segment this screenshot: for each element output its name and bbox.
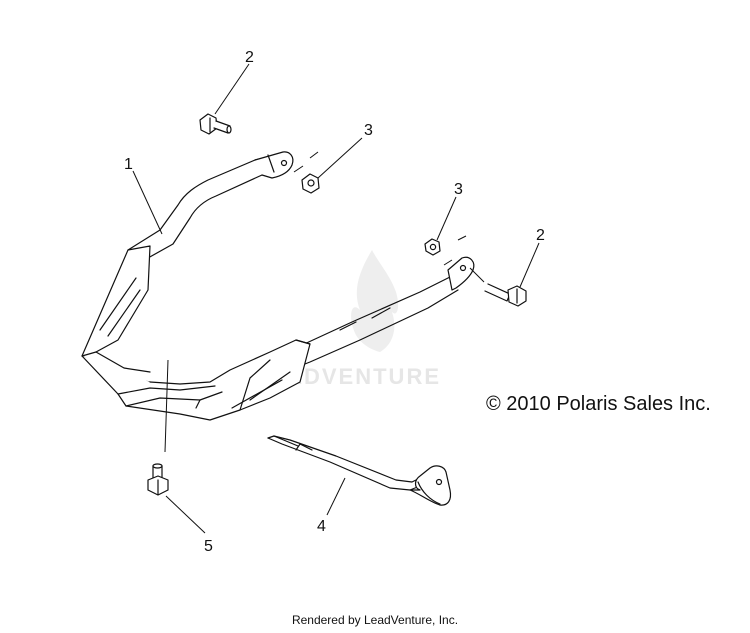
- part-2-bolt-right[interactable]: [484, 283, 527, 307]
- callout-4: 4: [317, 518, 326, 535]
- callout-3-right: 3: [454, 181, 463, 198]
- part-3-nut-right[interactable]: [424, 238, 441, 256]
- part-3-nut-left[interactable]: [301, 173, 320, 194]
- callout-2-left: 2: [245, 49, 254, 66]
- leader-lines: [132, 63, 540, 534]
- part-5-bolt[interactable]: [147, 463, 169, 496]
- part-4-support-bar[interactable]: [267, 435, 452, 506]
- callout-3-left: 3: [364, 122, 373, 139]
- part-1-bumper[interactable]: [81, 151, 475, 421]
- callout-2-right: 2: [536, 227, 545, 244]
- footer-credit: Rendered by LeadVenture, Inc.: [291, 613, 459, 627]
- callout-1: 1: [124, 156, 133, 173]
- copyright-notice: © 2010 Polaris Sales Inc.: [486, 393, 711, 415]
- part-2-bolt-left[interactable]: [199, 113, 232, 135]
- callout-5: 5: [204, 538, 213, 555]
- watermark-flame-icon: [351, 250, 399, 352]
